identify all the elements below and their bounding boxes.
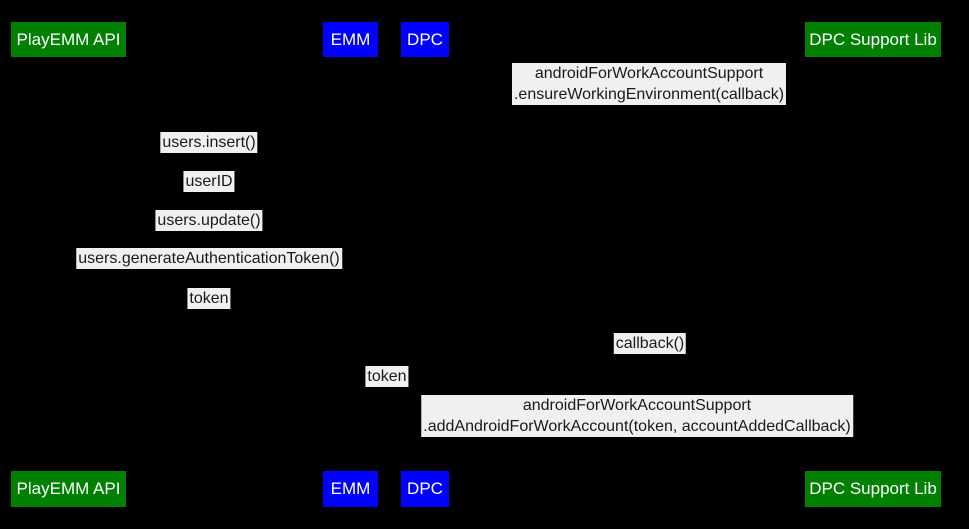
- message-token-to-dpc: token: [365, 366, 409, 387]
- message-line: .addAndroidForWorkAccount(token, account…: [423, 418, 851, 435]
- actor-dpc-top: DPC: [401, 22, 449, 57]
- actor-dpc-support-lib-bottom: DPC Support Lib: [805, 471, 941, 507]
- message-line: users.update(): [157, 212, 261, 229]
- message-line: users.generateAuthenticationToken(): [78, 250, 340, 267]
- message-line: token: [367, 368, 407, 385]
- message-users-update: users.update(): [155, 210, 263, 231]
- actor-playemm-api-top: PlayEMM API: [11, 22, 126, 57]
- actor-dpc-bottom: DPC: [401, 471, 449, 507]
- actor-dpc-support-lib-top: DPC Support Lib: [805, 22, 941, 57]
- message-line: .ensureWorkingEnvironment(callback): [513, 86, 785, 103]
- message-line: userID: [185, 173, 233, 190]
- actor-playemm-api-bottom: PlayEMM API: [11, 471, 126, 507]
- message-users-insert: users.insert(): [160, 132, 258, 153]
- message-generate-authentication-token: users.generateAuthenticationToken(): [76, 248, 342, 269]
- message-line: users.insert(): [162, 134, 256, 151]
- message-line: androidForWorkAccountSupport: [522, 397, 752, 414]
- message-ensure-working-environment: androidForWorkAccountSupport .ensureWork…: [511, 63, 787, 105]
- actor-emm-bottom: EMM: [323, 471, 378, 507]
- actor-emm-top: EMM: [323, 22, 378, 57]
- message-userid: userID: [183, 171, 235, 192]
- message-line: androidForWorkAccountSupport: [534, 65, 764, 82]
- message-token-to-emm: token: [187, 288, 231, 309]
- message-add-android-for-work-account: androidForWorkAccountSupport .addAndroid…: [421, 395, 853, 437]
- message-line: token: [189, 290, 229, 307]
- message-callback: callback(): [613, 333, 687, 354]
- message-line: callback(): [615, 335, 685, 352]
